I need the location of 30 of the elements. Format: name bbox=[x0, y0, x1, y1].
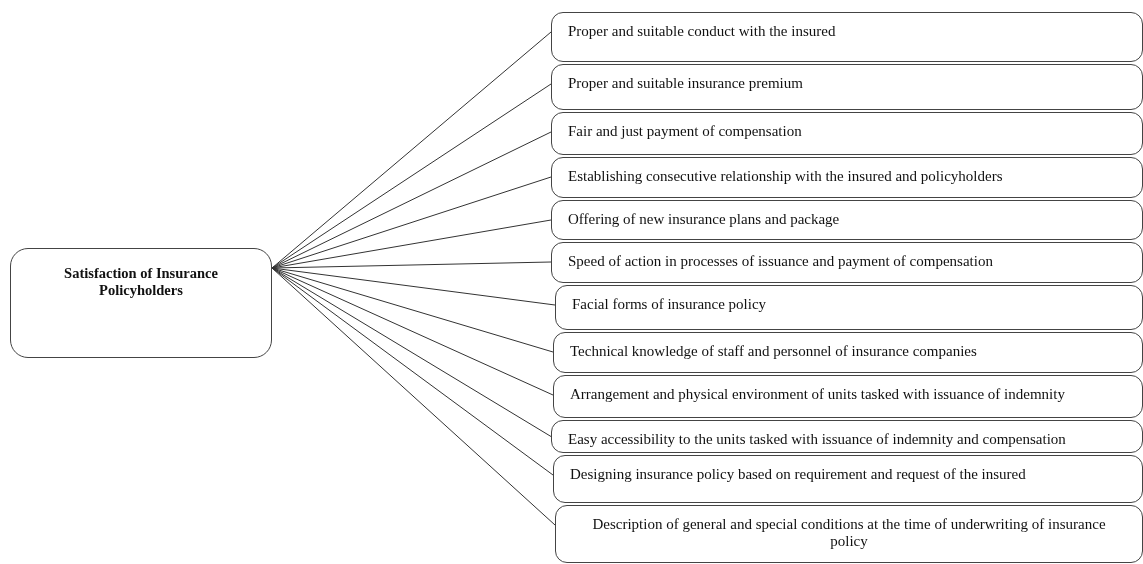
connector-line bbox=[271, 267, 554, 353]
factor-label: Easy accessibility to the units tasked with issuance of indemnity and compensation bbox=[568, 431, 1067, 449]
factor-box bbox=[553, 375, 1143, 418]
central-label: Satisfaction of Insurance Policyholders bbox=[63, 265, 219, 299]
factor-label: Fair and just payment of compensation bbox=[568, 123, 803, 141]
factor-label: Offering of new insurance plans and package bbox=[568, 211, 841, 229]
factor-box bbox=[551, 12, 1143, 62]
factor-label: Facial forms of insurance policy bbox=[572, 296, 768, 314]
factor-box bbox=[551, 64, 1143, 110]
factor-label: Establishing consecutive relationship with the insured and policyholders bbox=[568, 168, 1004, 186]
factor-label: Proper and suitable insurance premium bbox=[568, 75, 804, 93]
central-box bbox=[10, 248, 272, 358]
connector-line bbox=[271, 31, 552, 269]
factor-box bbox=[553, 332, 1143, 373]
factor-label: Description of general and special conditions at the time of underwriting of insurance policy bbox=[591, 516, 1107, 551]
factor-label: Designing insurance policy based on requirement and request of the insured bbox=[570, 466, 1027, 484]
factor-label: Proper and suitable conduct with the insured bbox=[568, 23, 837, 41]
factor-label: Arrangement and physical environment of units tasked with issuance of indemnity bbox=[570, 386, 1066, 404]
factor-box bbox=[551, 242, 1143, 283]
connector-line bbox=[271, 267, 556, 526]
factor-label: Speed of action in processes of issuance and payment of compensation bbox=[568, 253, 994, 271]
factor-box bbox=[555, 505, 1143, 563]
factor-box bbox=[551, 112, 1143, 155]
connector-line bbox=[271, 83, 552, 269]
factor-box bbox=[553, 455, 1143, 503]
factor-box bbox=[551, 200, 1143, 240]
factor-box bbox=[551, 420, 1143, 453]
factor-box bbox=[555, 285, 1143, 330]
factor-box bbox=[551, 157, 1143, 198]
factor-label: Technical knowledge of staff and personnel of insurance companies bbox=[570, 343, 978, 361]
